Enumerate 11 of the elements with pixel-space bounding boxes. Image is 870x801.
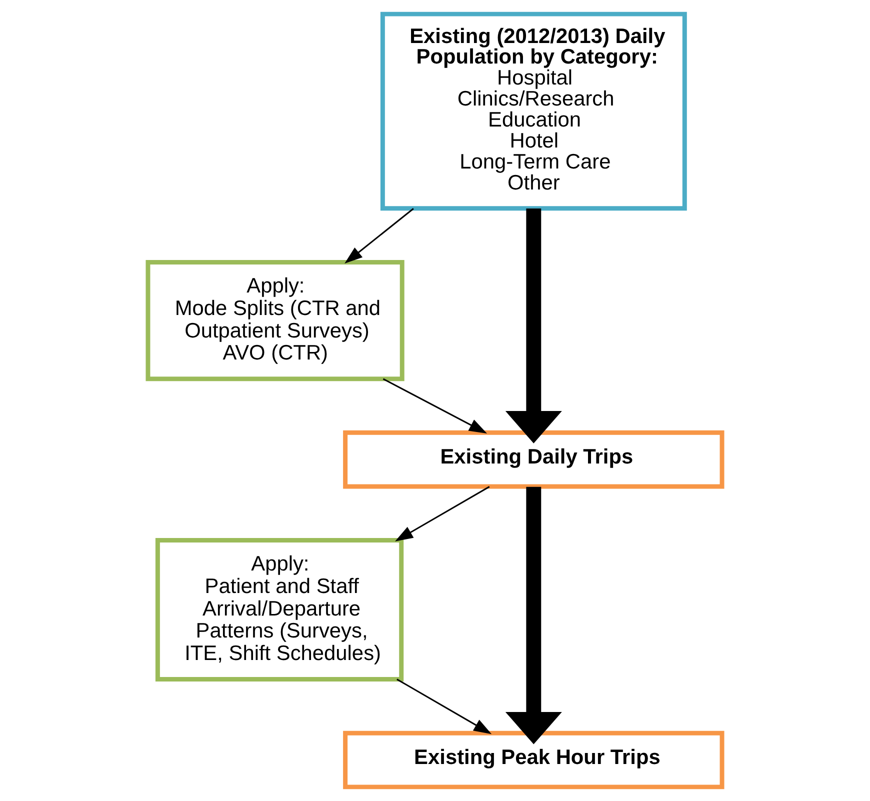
node-box: Apply: Mode Splits (CTR and Outpatient Surveys) AVO (CTR) — [146, 260, 404, 382]
arrow — [505, 208, 562, 444]
arrow — [382, 378, 488, 434]
node-box: Existing (2012/2013) Daily Population by Category: Hospital Clinics/Research Education Hotel Long-Term Care Other — [380, 12, 687, 211]
arrow — [396, 678, 492, 734]
arrow — [395, 486, 490, 542]
arrow — [344, 208, 414, 264]
node-box: Existing Daily Trips — [343, 430, 724, 489]
arrow — [505, 486, 562, 744]
node-box: Existing Peak Hour Trips — [343, 730, 724, 790]
node-box: Apply: Patient and Staff Arrival/Departure Patterns (Surveys, ITE, Shift Schedules) — [155, 538, 404, 682]
